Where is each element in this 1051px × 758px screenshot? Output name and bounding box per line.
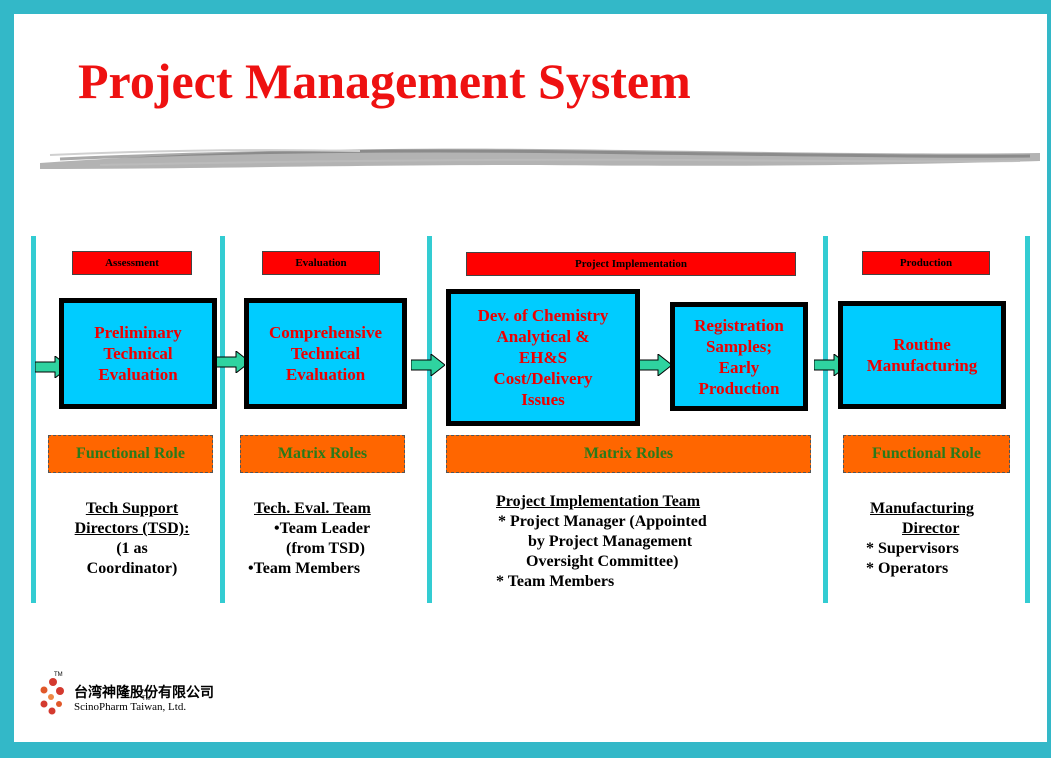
phase-divider bbox=[31, 236, 36, 603]
team-heading: Directors (TSD): bbox=[74, 520, 190, 537]
team-heading: Project Implementation Team bbox=[496, 493, 701, 510]
logo-trademark: TM bbox=[54, 672, 63, 678]
phase-label-evaluation: Evaluation bbox=[262, 251, 380, 275]
logo-dots-icon bbox=[40, 678, 64, 715]
slide-frame-left bbox=[0, 0, 14, 758]
process-box-comprehensive-evaluation: Comprehensive Technical Evaluation bbox=[244, 298, 407, 409]
team-tech-eval: Tech. Eval. Team •Team Leader (from TSD)… bbox=[248, 499, 408, 579]
flow-arrow bbox=[638, 354, 672, 376]
slide-frame-top bbox=[0, 0, 1051, 14]
logo-trademark: TM bbox=[142, 696, 151, 702]
process-box-preliminary-evaluation: Preliminary Technical Evaluation bbox=[59, 298, 217, 409]
team-heading: Tech. Eval. Team bbox=[254, 500, 371, 517]
process-box-registration-samples: Registration Samples; Early Production bbox=[670, 302, 808, 411]
team-member-line: by Project Management bbox=[528, 533, 693, 550]
team-member-line: •Team Members bbox=[248, 560, 361, 577]
role-bar-matrix: Matrix Roles bbox=[240, 435, 405, 473]
team-project-implementation: Project Implementation Team * Project Ma… bbox=[494, 492, 794, 592]
role-bar-matrix: Matrix Roles bbox=[446, 435, 811, 473]
team-member-line: * Team Members bbox=[496, 573, 615, 590]
team-member-line: * Project Manager (Appointed bbox=[498, 513, 707, 530]
team-member-line: * Supervisors bbox=[866, 540, 959, 557]
logo-chinese-name: 台湾神隆股份有限公司 bbox=[74, 685, 214, 701]
slide-title: Project Management System bbox=[78, 53, 691, 109]
team-heading: Director bbox=[902, 520, 960, 537]
team-tech-support: Tech Support Directors (TSD): (1 as Coor… bbox=[50, 499, 214, 579]
slide-frame-bottom bbox=[0, 742, 1051, 758]
process-box-label: Dev. of Chemistry Analytical & EH&S Cost… bbox=[477, 306, 609, 409]
phase-divider bbox=[427, 236, 432, 603]
process-box-label: Routine Manufacturing bbox=[866, 335, 978, 375]
phase-label-assessment: Assessment bbox=[72, 251, 192, 275]
team-member-line: (from TSD) bbox=[286, 540, 365, 557]
team-manufacturing: Manufacturing Director * Supervisors * O… bbox=[858, 499, 1018, 579]
team-member-line: * Operators bbox=[866, 560, 949, 577]
company-logo: TM 台湾神隆股份有限公司 TM ScinoPharm Taiwan, Ltd. bbox=[38, 672, 258, 726]
logo-english-name: ScinoPharm Taiwan, Ltd. bbox=[74, 701, 187, 713]
team-heading: Tech Support bbox=[85, 500, 179, 517]
slide-frame-right bbox=[1047, 0, 1051, 758]
process-box-chemistry-development: Dev. of Chemistry Analytical & EH&S Cost… bbox=[446, 289, 640, 426]
process-box-label: Registration Samples; Early Production bbox=[694, 315, 784, 398]
process-box-routine-manufacturing: Routine Manufacturing bbox=[838, 301, 1006, 409]
team-member-line: •Team Leader bbox=[274, 520, 371, 537]
team-member-line: (1 as bbox=[116, 540, 148, 557]
role-bar-functional: Functional Role bbox=[48, 435, 213, 473]
role-bar-functional: Functional Role bbox=[843, 435, 1010, 473]
brush-stroke-divider bbox=[40, 148, 1040, 169]
phase-divider bbox=[1025, 236, 1030, 603]
phase-label-project-implementation: Project Implementation bbox=[466, 252, 796, 276]
team-heading: Manufacturing bbox=[870, 500, 974, 517]
team-member-line: Coordinator) bbox=[86, 560, 178, 577]
phase-divider bbox=[220, 236, 225, 603]
flow-arrow bbox=[411, 354, 445, 376]
process-box-label: Preliminary Technical Evaluation bbox=[94, 323, 182, 384]
team-member-line: Oversight Committee) bbox=[526, 553, 679, 570]
phase-divider bbox=[823, 236, 828, 603]
phase-label-production: Production bbox=[862, 251, 990, 275]
process-box-label: Comprehensive Technical Evaluation bbox=[268, 323, 382, 384]
flow-arrow bbox=[216, 351, 250, 373]
